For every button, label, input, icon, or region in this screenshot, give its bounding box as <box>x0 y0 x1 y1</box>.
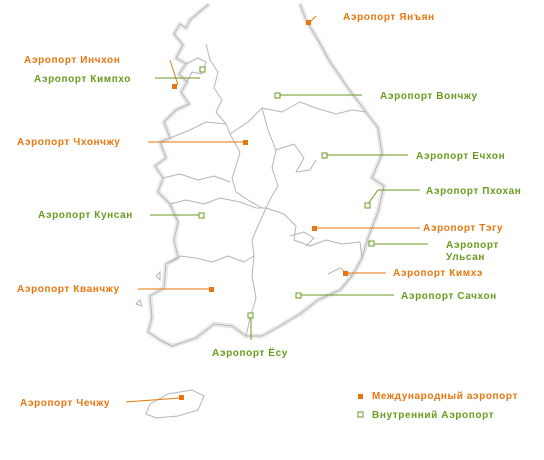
legend-international-label: Международный аэропорт <box>372 391 518 402</box>
marker-gwangju <box>209 287 214 292</box>
label-sacheon: Аэропорт Сачхон <box>401 291 497 302</box>
marker-daegu <box>312 226 317 231</box>
label-yeosu: Аэропорт Ёсу <box>212 346 288 359</box>
label-yecheon: Аэропорт Ечхон <box>416 151 505 162</box>
marker-sacheon <box>295 292 302 299</box>
label-gwangju: Аэропорт Кванчжу <box>17 284 120 295</box>
marker-yecheon <box>321 152 328 159</box>
leader-incheon <box>169 59 179 86</box>
marker-ulsan <box>368 240 375 247</box>
marker-jeju <box>179 395 184 400</box>
label-gimhae: Аэропорт Кимхэ <box>393 268 483 279</box>
label-cheongju: Аэропорт Чхончжу <box>17 137 120 148</box>
marker-wonju <box>274 92 281 99</box>
marker-yangyang <box>306 20 311 25</box>
leader-jeju <box>125 397 181 403</box>
mainland-coast <box>147 3 385 347</box>
marker-incheon <box>172 84 177 89</box>
marker-gunsan <box>198 212 205 219</box>
label-jeju: Аэропорт Чечжу <box>20 398 110 409</box>
legend-international-swatch <box>358 394 363 399</box>
airport-markers <box>172 20 375 400</box>
marker-yeosu <box>247 312 254 319</box>
label-pohang: Аэропорт Пхохан <box>426 186 521 197</box>
marker-gimpo <box>199 66 206 73</box>
legend-domestic-swatch <box>357 411 364 418</box>
label-ulsan-line-1: Аэропорт <box>446 240 499 251</box>
airport-labels: Аэропорт Янъян Аэропорт Инчхон Аэропорт … <box>17 12 521 409</box>
leader-lines <box>125 15 428 403</box>
label-daegu: Аэропорт Тэгу <box>423 223 503 234</box>
marker-gimhae <box>343 271 348 276</box>
label-gimpo: Аэропорт Кимпхо <box>34 74 131 85</box>
label-ulsan: Аэропорт Ульсан <box>446 240 502 263</box>
islands <box>135 270 205 419</box>
label-wonju: Аэропорт Вончжу <box>380 91 478 102</box>
marker-cheongju <box>243 140 248 145</box>
jeju-island <box>145 389 205 419</box>
label-yangyang: Аэропорт Янъян <box>343 12 435 23</box>
legend: Международный аэропорт Внутренний Аэропо… <box>357 391 518 421</box>
marker-pohang <box>364 202 371 209</box>
legend-domestic-label: Внутренний Аэропорт <box>372 410 494 421</box>
label-incheon: Аэропорт Инчхон <box>24 55 120 66</box>
label-ulsan-line-2: Ульсан <box>446 252 485 263</box>
label-gunsan: Аэропорт Кунсан <box>38 210 133 221</box>
leader-pohang <box>367 189 379 205</box>
